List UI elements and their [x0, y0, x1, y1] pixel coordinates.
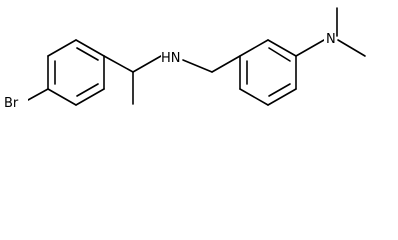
- dimethylamine-label-background: [324, 30, 338, 46]
- bromine-label: Br: [4, 96, 19, 111]
- nitrogen-methyl-bond-right: [337, 39, 366, 57]
- bond: [239, 88, 269, 106]
- bond: [239, 39, 269, 57]
- carbon-bromine-bond: [27, 88, 49, 101]
- amine-benzyl-bond: [182, 59, 213, 73]
- aromatic-double-bond: [76, 47, 99, 61]
- benzyl-ring-bond: [211, 55, 241, 73]
- bond: [75, 88, 105, 106]
- aromatic-double-bond: [76, 83, 99, 97]
- bond: [267, 39, 297, 57]
- bond: [75, 39, 105, 57]
- methine-amine-bond: [132, 55, 162, 73]
- bond: [47, 39, 77, 57]
- chemical-structure: Br HN N: [4, 7, 366, 111]
- ring-nitrogen-bond: [295, 39, 325, 57]
- aromatic-double-bond: [268, 83, 291, 97]
- amine-label: HN: [161, 51, 181, 66]
- bond: [47, 88, 77, 106]
- amine-label-background: [161, 49, 184, 65]
- bromophenyl-ring: [47, 39, 105, 106]
- dimethylamine-label: N: [326, 32, 336, 47]
- ring-methine-bond: [103, 55, 134, 73]
- bromine-label-background: [4, 94, 28, 110]
- dimethylaminophenyl-ring: [239, 39, 297, 106]
- bond: [267, 88, 297, 106]
- aromatic-double-bond: [268, 47, 291, 62]
